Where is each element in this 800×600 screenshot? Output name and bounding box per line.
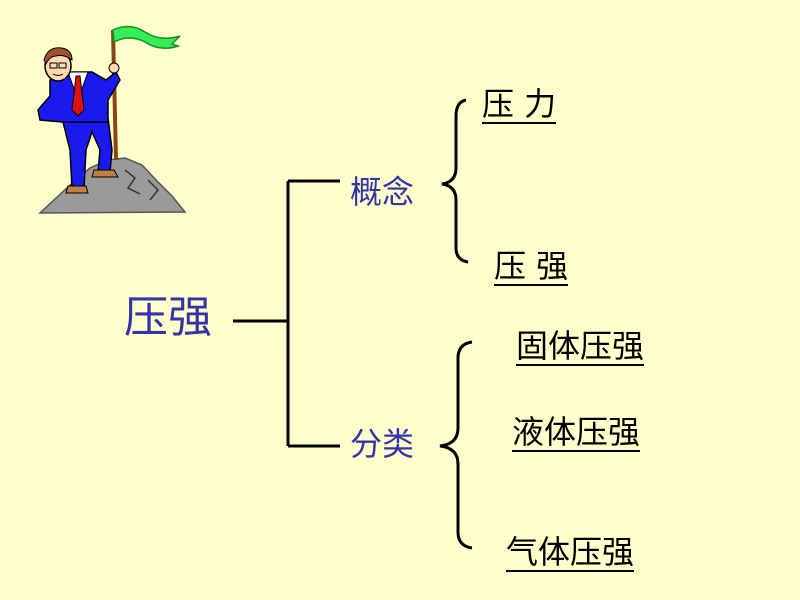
leaf-force: 压 力 — [482, 85, 557, 124]
branch-classification: 分类 — [350, 425, 415, 463]
root-node-pressure: 压强 — [124, 292, 212, 343]
leaf-liquid-pressure: 液体压强 — [512, 413, 641, 452]
leaf-gas-pressure: 气体压强 — [506, 533, 635, 572]
climber-with-flag-illustration — [37, 25, 187, 214]
leaf-pressure: 压 强 — [494, 247, 569, 286]
leaf-solid-pressure: 固体压强 — [516, 327, 645, 366]
tree-connectors — [233, 179, 340, 448]
brace-concept — [441, 98, 469, 264]
branch-concept: 概念 — [350, 173, 415, 211]
brace-classification — [439, 340, 473, 550]
